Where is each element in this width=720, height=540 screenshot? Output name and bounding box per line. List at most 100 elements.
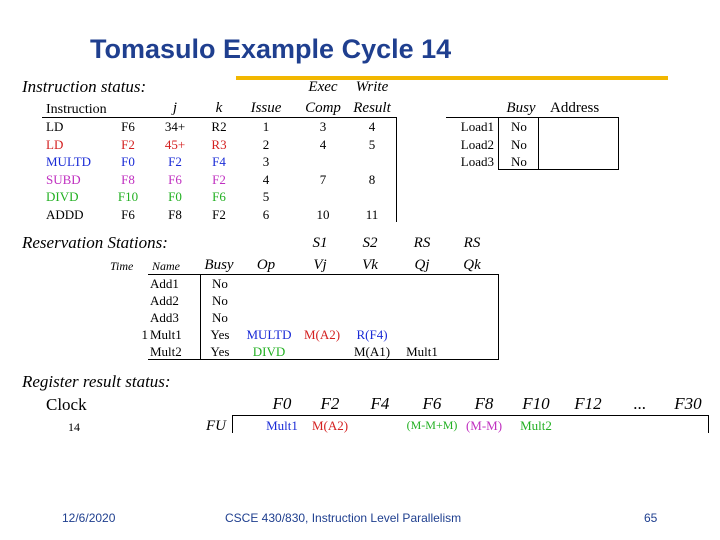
register-header: F0 [272,394,292,413]
reservation-station-cell-op: MULTD [246,327,292,342]
instruction-cell-j: 34+ [164,119,186,134]
instruction-cell-k: F2 [212,171,226,187]
register-value: M(A2) [311,418,349,433]
register-header: F30 [674,394,702,413]
load-buffer-name: Load2 [460,136,494,152]
reservation-station-cell-name: Add2 [150,293,179,308]
register-value: (M-M) [465,418,503,433]
register-table-right-border [708,415,709,433]
instruction-cell-j: F0 [168,189,182,205]
instruction-table-rule [42,117,396,118]
reservation-stations-heading: Reservation Stations: [22,233,168,252]
load-table-right-border [618,117,619,170]
instruction-cell-exec: 3 [319,119,327,134]
fu-label: FU [206,418,226,434]
instruction-cell-issue: 5 [262,189,270,205]
reservation-station-cell-busy: Yes [210,327,230,342]
register-header: F10 [522,394,550,413]
reservation-station-cell-name: Mult2 [150,344,182,359]
load-table-mid-border [538,117,539,170]
instruction-status-heading: Instruction status: [22,77,147,96]
op-header: Op [256,257,276,273]
load-table-left-border [498,117,499,170]
load-buffer-name: Load1 [460,119,494,134]
reservation-station-cell-vk: R(F4) [356,327,388,342]
clock-label: Clock [46,395,87,414]
load-buffer-busy: No [511,119,527,134]
instruction-cell-k: F2 [212,207,226,222]
instruction-cell-exec: 7 [319,171,327,187]
reservation-station-cell-qj: Mult1 [406,344,438,359]
vk-header: Vk [362,257,378,273]
s2-header-top: S2 [362,235,378,251]
rs-table-right-border [498,274,499,360]
instruction-cell-op: SUBD [46,171,81,187]
clock-value: 14 [68,420,80,434]
reservation-station-cell-vk: M(A1) [353,344,391,359]
busy-header: Busy [506,100,536,116]
qk-header: Qk [463,257,481,273]
exec-header-bottom: Comp [305,100,341,116]
instruction-cell-issue: 1 [262,119,270,134]
register-header: F6 [422,394,442,413]
load-buffer-name: Load3 [460,154,494,170]
rs-table-bottom-rule [148,359,498,360]
instruction-cell-op: LD [46,119,64,134]
instruction-cell-k: R3 [211,136,227,152]
address-header: Address [550,100,600,116]
instruction-cell-write: 8 [368,171,376,187]
load-table-bottom-rule [498,169,618,170]
register-value: Mult1 [266,418,298,433]
instruction-header: Instruction [46,102,107,117]
slide-title: Tomasulo Example Cycle 14 [90,34,452,64]
rs-table-top-rule [148,274,498,275]
write-header-top: Write [355,79,389,95]
load-table-top-rule [446,117,618,118]
instruction-cell-k: F4 [212,154,226,170]
instruction-cell-op: DIVD [46,189,79,205]
instruction-cell-k: F6 [212,189,226,205]
time-header: Time [110,259,134,273]
footer-date: 12/6/2020 [62,511,116,525]
k-header: k [215,100,223,116]
register-header: F4 [370,394,390,413]
rs-header-top-2: RS [463,235,481,251]
name-header: Name [152,259,180,273]
qj-header: Qj [414,257,430,273]
instruction-table-right-border [396,117,397,222]
instruction-cell-dest: F8 [121,171,135,187]
instruction-cell-dest: F10 [117,189,139,205]
reservation-station-cell-time: 1 [141,327,149,342]
rs-header-top-1: RS [413,235,431,251]
j-header: j [172,100,178,116]
register-value: Mult2 [520,418,552,433]
instruction-cell-k: R2 [211,119,227,134]
instruction-cell-j: F6 [168,171,182,187]
reservation-station-cell-busy: No [212,276,228,291]
register-table-rule [232,415,708,416]
rs-table-left-border [200,274,201,360]
issue-header: Issue [250,100,282,116]
register-table-left-border [232,415,233,433]
footer-course: CSCE 430/830, Instruction Level Parallel… [225,511,462,525]
register-header: ... [633,394,647,413]
instruction-cell-issue: 2 [262,136,270,152]
instruction-cell-issue: 6 [262,207,270,222]
instruction-cell-issue: 4 [262,171,270,187]
instruction-cell-j: F8 [168,207,182,222]
reservation-station-cell-busy: Yes [210,344,230,359]
register-value: (M-M+M) [406,418,458,432]
instruction-cell-exec: 4 [319,136,327,152]
write-header-bottom: Result [353,100,391,116]
register-header: F2 [320,394,340,413]
reservation-station-cell-busy: No [212,293,228,308]
s1-header-top: S1 [312,235,328,251]
vj-header: Vj [313,257,327,273]
reservation-station-cell-busy: No [212,310,228,325]
exec-header-top: Exec [308,79,338,95]
instruction-cell-dest: F6 [121,119,135,134]
instruction-cell-op: LD [46,136,64,152]
instruction-cell-op: ADDD [46,207,84,222]
register-header: F12 [574,394,602,413]
title-underline [236,76,668,80]
